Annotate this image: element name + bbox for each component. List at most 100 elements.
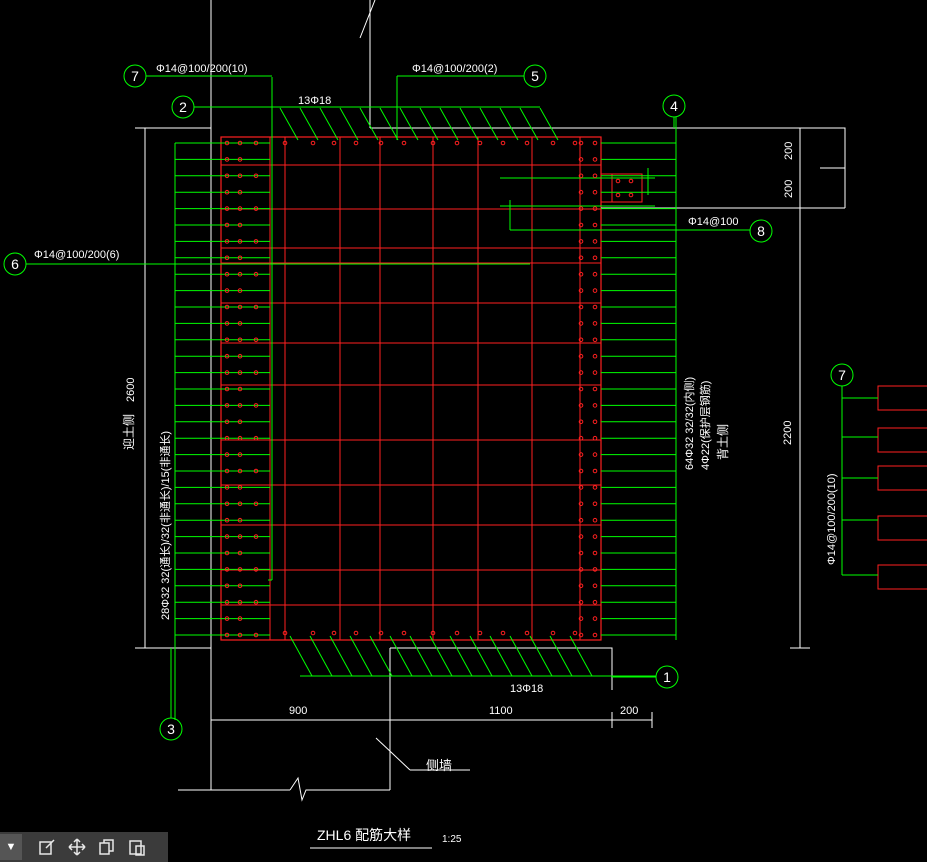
rebar-dot (253, 206, 259, 211)
rebar-dot (592, 206, 598, 211)
section-outline (220, 136, 602, 641)
move-icon[interactable] (62, 833, 92, 861)
rebar-dot (578, 632, 584, 638)
callout-3: 3 (167, 721, 175, 737)
rebar-dot (592, 271, 598, 277)
leader-line (289, 635, 313, 677)
rebar-dot (253, 534, 259, 539)
rebar-dot (224, 583, 230, 589)
dim-900: 900 (289, 705, 307, 717)
rebar-dot (253, 140, 259, 146)
rebar-dot (224, 452, 230, 457)
rebar-dot (578, 222, 584, 228)
rebar-dot (253, 468, 259, 474)
rebar-dot (237, 632, 243, 638)
stirrup-stub (877, 465, 927, 491)
rebar-dot (592, 337, 598, 343)
rebar-dot (592, 583, 598, 589)
rebar-dot (401, 140, 407, 146)
edit-icon[interactable] (32, 833, 62, 861)
rebar-dot (310, 630, 316, 636)
rebar-dot (578, 353, 584, 359)
rebar-dot (237, 435, 243, 441)
rebar-dot (578, 288, 584, 293)
label-side-wall: 侧墙 (426, 758, 452, 773)
rebar-dot (237, 353, 243, 359)
dim-200-a: 200 (783, 142, 795, 160)
stirrup-stub (877, 385, 927, 411)
stirrup-stub (877, 515, 927, 541)
rebar-dot (550, 630, 556, 636)
leader-line (539, 107, 559, 141)
rebar-dot (331, 630, 337, 636)
rebar-dot (237, 255, 243, 261)
label-soil-right: 背土侧 (716, 424, 730, 460)
rebar-dot (253, 567, 259, 572)
leader-line (429, 635, 453, 677)
rebar-dot (237, 206, 243, 211)
leader-line (319, 107, 339, 141)
rebar-dot (477, 140, 483, 146)
rebar-dot (615, 178, 621, 184)
leader-line (489, 635, 513, 677)
leader-lines (26, 75, 878, 720)
paste-icon[interactable] (122, 833, 152, 861)
rebar-dot (224, 403, 230, 408)
rebar-dot (430, 630, 436, 636)
callout-2: 2 (179, 99, 187, 115)
rebar-dot (401, 630, 407, 636)
dropdown-icon[interactable]: ▼ (0, 834, 22, 860)
section-grid (221, 137, 927, 640)
rebar-dot (253, 501, 259, 507)
rebar-dot (500, 630, 506, 636)
rebar-dot (237, 517, 243, 523)
callout-7b: 7 (838, 367, 846, 383)
outline-structure (135, 0, 846, 849)
rebar-dot (237, 222, 243, 228)
rebar-dot (592, 419, 598, 425)
leader-line (419, 107, 439, 141)
rebar-dot (224, 337, 230, 343)
rebar-dot (592, 321, 598, 326)
rebar-dot (237, 189, 243, 195)
rebar-dot (615, 192, 621, 198)
rebar-dot (378, 140, 384, 146)
rebar-dot (592, 616, 598, 621)
leader-line (569, 635, 593, 677)
leader-line (459, 107, 479, 141)
rebar-dot (253, 370, 259, 375)
rebar-dot (237, 468, 243, 474)
rebar-dot (331, 140, 337, 146)
leader-line (369, 635, 393, 677)
label-left-bars: 28Φ32 32(通长)/32(非通长)/15(非通长) (159, 431, 172, 620)
rebar-dot (224, 567, 230, 572)
rebar-dot (578, 501, 584, 507)
rebar-dot (224, 304, 230, 310)
rebar-dot (224, 189, 230, 195)
rebar-dot (253, 173, 259, 179)
copy-icon[interactable] (92, 833, 122, 861)
rebar-dot (592, 517, 598, 523)
rebar-dot (282, 140, 288, 146)
label-right-bars-2: 4Φ22(保护层钢筋) (698, 381, 712, 470)
viewer-toolbar: ▼ (0, 832, 168, 862)
rebar-dot (578, 189, 584, 195)
callout-1: 1 (663, 669, 671, 685)
dim-2600: 2600 (125, 378, 137, 402)
leader-line (499, 107, 519, 141)
rebar-dot (224, 288, 230, 293)
rebar-dot (578, 140, 584, 146)
rebar-dot (592, 288, 598, 293)
rebar-dot (224, 599, 230, 605)
rebar-dot (592, 386, 598, 392)
rebar-dot (592, 353, 598, 359)
rebar-dot (224, 255, 230, 261)
rebar-dot (628, 178, 634, 184)
label-top-bars: 13Φ18 (298, 95, 331, 107)
rebar-dot (237, 616, 243, 621)
rebar-dot (224, 386, 230, 392)
rebar-dot (237, 239, 243, 244)
rebar-dot (237, 534, 243, 539)
dim-2200: 2200 (782, 421, 794, 445)
